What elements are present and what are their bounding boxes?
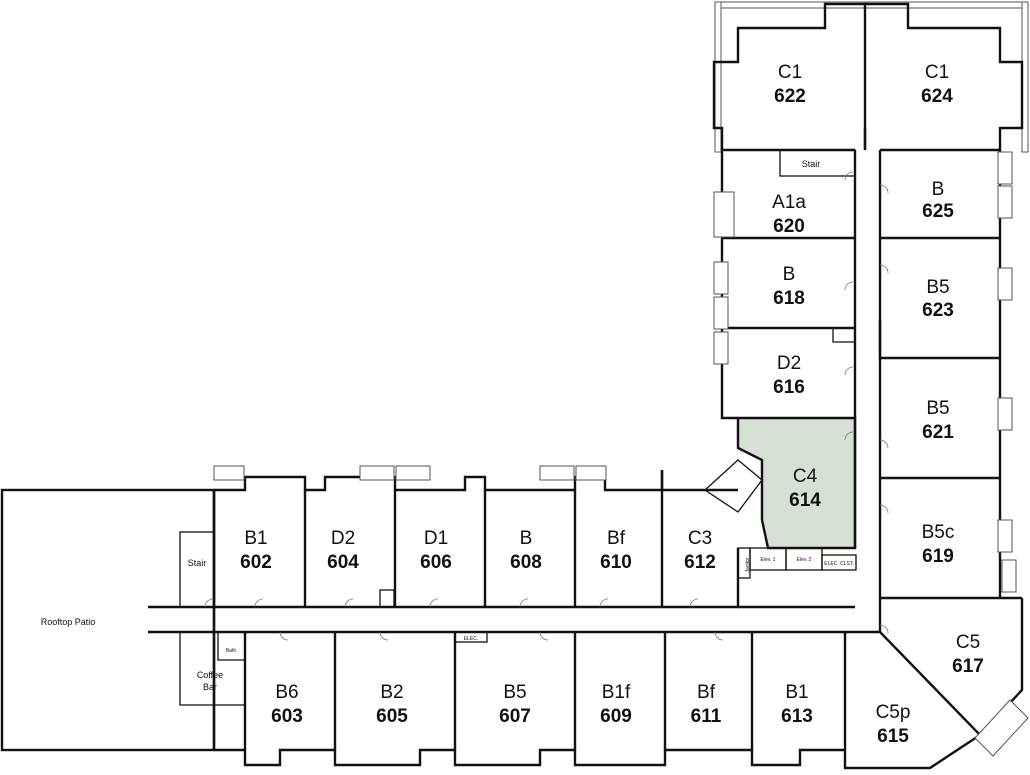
elec-corridor-box [454, 631, 488, 643]
unit-type: B5 [503, 682, 526, 703]
bath-label: Bath [226, 648, 237, 654]
unit-type: C1 [925, 62, 949, 83]
coffee-bar-walls [179, 632, 245, 706]
unit-number: 610 [600, 552, 632, 573]
west-wing-north-wall [214, 470, 738, 492]
coffee-bar-label-2: Bar [203, 682, 217, 692]
window-625a [997, 151, 1013, 185]
rooftop-patio-area [0, 488, 216, 752]
window-618a [713, 261, 729, 295]
unit-type: B5 [926, 398, 949, 419]
top-windows [213, 465, 607, 481]
window-620 [713, 191, 735, 238]
stair-west-box [179, 531, 215, 608]
elev1-label: Elev. 1 [761, 557, 776, 563]
window-619 [997, 519, 1013, 553]
unit-type: B6 [275, 682, 298, 703]
elec-corridor-label: ELEC. [464, 636, 478, 642]
unit-number: 604 [327, 552, 359, 573]
shaft-616 [832, 327, 856, 343]
door-swings [204, 171, 889, 641]
unit-number: 609 [600, 706, 632, 727]
top-row-partitions [303, 470, 664, 607]
unit-624-walls [865, 2, 1024, 152]
unit-number: 613 [781, 706, 813, 727]
window-621 [997, 397, 1013, 431]
unit-type: D1 [424, 528, 448, 549]
amenity-labels: Rooftop Patio Stair Stair Coffee Bar Bat… [41, 159, 854, 692]
unit-number: 617 [952, 656, 984, 677]
unit-number: 624 [921, 86, 953, 107]
stair-diag [703, 459, 763, 513]
elev2-label: Elev. 2 [797, 557, 812, 563]
unit-number: 608 [510, 552, 542, 573]
unit-type: C5 [956, 632, 980, 653]
rooftop-patio-label: Rooftop Patio [41, 617, 96, 627]
stair-north-box [779, 149, 856, 177]
unit-number: 606 [420, 552, 452, 573]
unit-number: 615 [877, 726, 909, 747]
window-625b [997, 185, 1013, 219]
unit-number: 622 [774, 86, 806, 107]
unit-type: B2 [380, 682, 403, 703]
unit-number: 605 [376, 706, 408, 727]
window-619b [1001, 559, 1017, 593]
unit-number: 618 [773, 288, 805, 309]
unit-type: Bf [697, 682, 716, 703]
unit-number: 619 [922, 546, 954, 567]
janitor-label: Janitor [745, 557, 751, 572]
unit-type: D2 [331, 528, 355, 549]
unit-number: 625 [922, 201, 954, 222]
stair-west-label: Stair [188, 558, 207, 568]
unit-type: Bf [607, 528, 626, 549]
unit-type: C3 [688, 528, 712, 549]
window-618b [713, 296, 729, 330]
unit-type: B [932, 179, 945, 200]
unit-labels: C1 622 C1 624 A1a 620 B 625 B 618 B5 623… [240, 62, 984, 747]
window-615-diag [974, 699, 1029, 757]
unit-number: 620 [773, 216, 805, 237]
unit-number: 612 [684, 552, 716, 573]
unit-type: B5 [926, 277, 949, 298]
unit-622-walls [712, 2, 867, 150]
unit-number: 614 [789, 490, 821, 511]
unit-number: 607 [499, 706, 531, 727]
unit-number: 603 [271, 706, 303, 727]
unit-type: C5p [876, 702, 911, 723]
unit-type: B1 [785, 682, 808, 703]
elec-closet-box [821, 554, 857, 571]
elec-closet-label: ELEC. CLST. [824, 561, 853, 567]
shaft-604 [379, 589, 395, 608]
unit-type: C1 [778, 62, 802, 83]
unit-615-walls [843, 630, 981, 770]
unit-type: A1a [772, 192, 806, 213]
unit-type: B1f [602, 682, 631, 703]
unit-type: B5c [922, 522, 955, 543]
north-wing-west-edge [714, 1, 722, 153]
coffee-bar-label-1: Coffee [197, 670, 223, 680]
unit-type: B1 [244, 528, 267, 549]
unit-type: B [520, 528, 533, 549]
unit-number: 611 [691, 706, 722, 727]
west-wing-south-wall [214, 748, 845, 767]
unit-number: 623 [922, 300, 954, 321]
west-wing-corridor-north-wall [212, 490, 740, 609]
north-east-units-walls [878, 236, 1022, 600]
unit-type: D2 [777, 353, 801, 374]
bottom-row-partitions [243, 632, 754, 750]
unit-number: 621 [922, 422, 954, 443]
unit-number: 616 [773, 377, 805, 398]
unit-type: B [783, 264, 796, 285]
unit-number: 602 [240, 552, 272, 573]
stair-north-label: Stair [802, 159, 821, 169]
window-623 [997, 267, 1013, 301]
window-616 [713, 331, 729, 365]
unit-type: C4 [793, 466, 818, 487]
